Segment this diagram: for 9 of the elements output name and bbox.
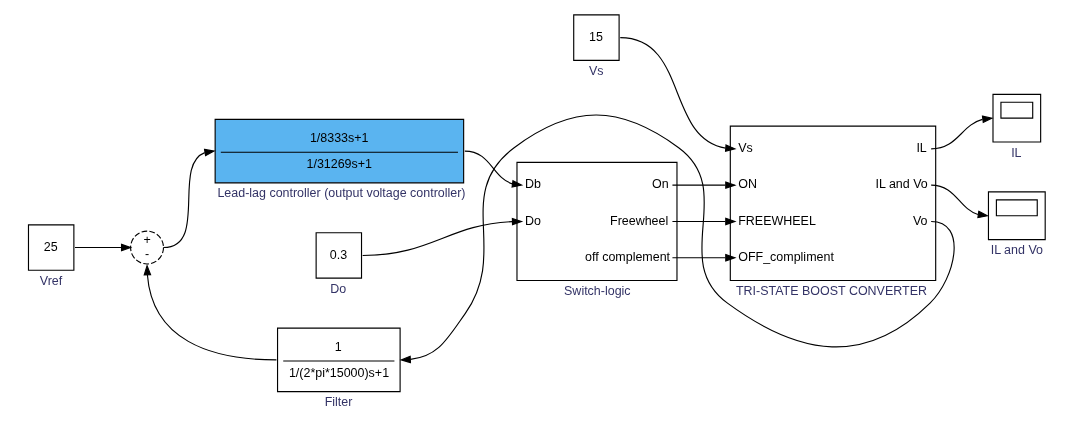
node-label: IL bbox=[1010, 145, 1022, 160]
node-label: Do bbox=[329, 281, 346, 296]
node-label: Vref bbox=[39, 273, 62, 288]
node-label: Switch-logic bbox=[563, 283, 631, 298]
node-label: Lead-lag controller (output voltage controller) bbox=[216, 186, 466, 201]
node-label: Vs bbox=[588, 63, 604, 78]
node-label: IL and Vo bbox=[990, 243, 1043, 258]
node-label: Filter bbox=[324, 395, 352, 410]
node-label: TRI-STATE BOOST CONVERTER bbox=[735, 283, 927, 298]
